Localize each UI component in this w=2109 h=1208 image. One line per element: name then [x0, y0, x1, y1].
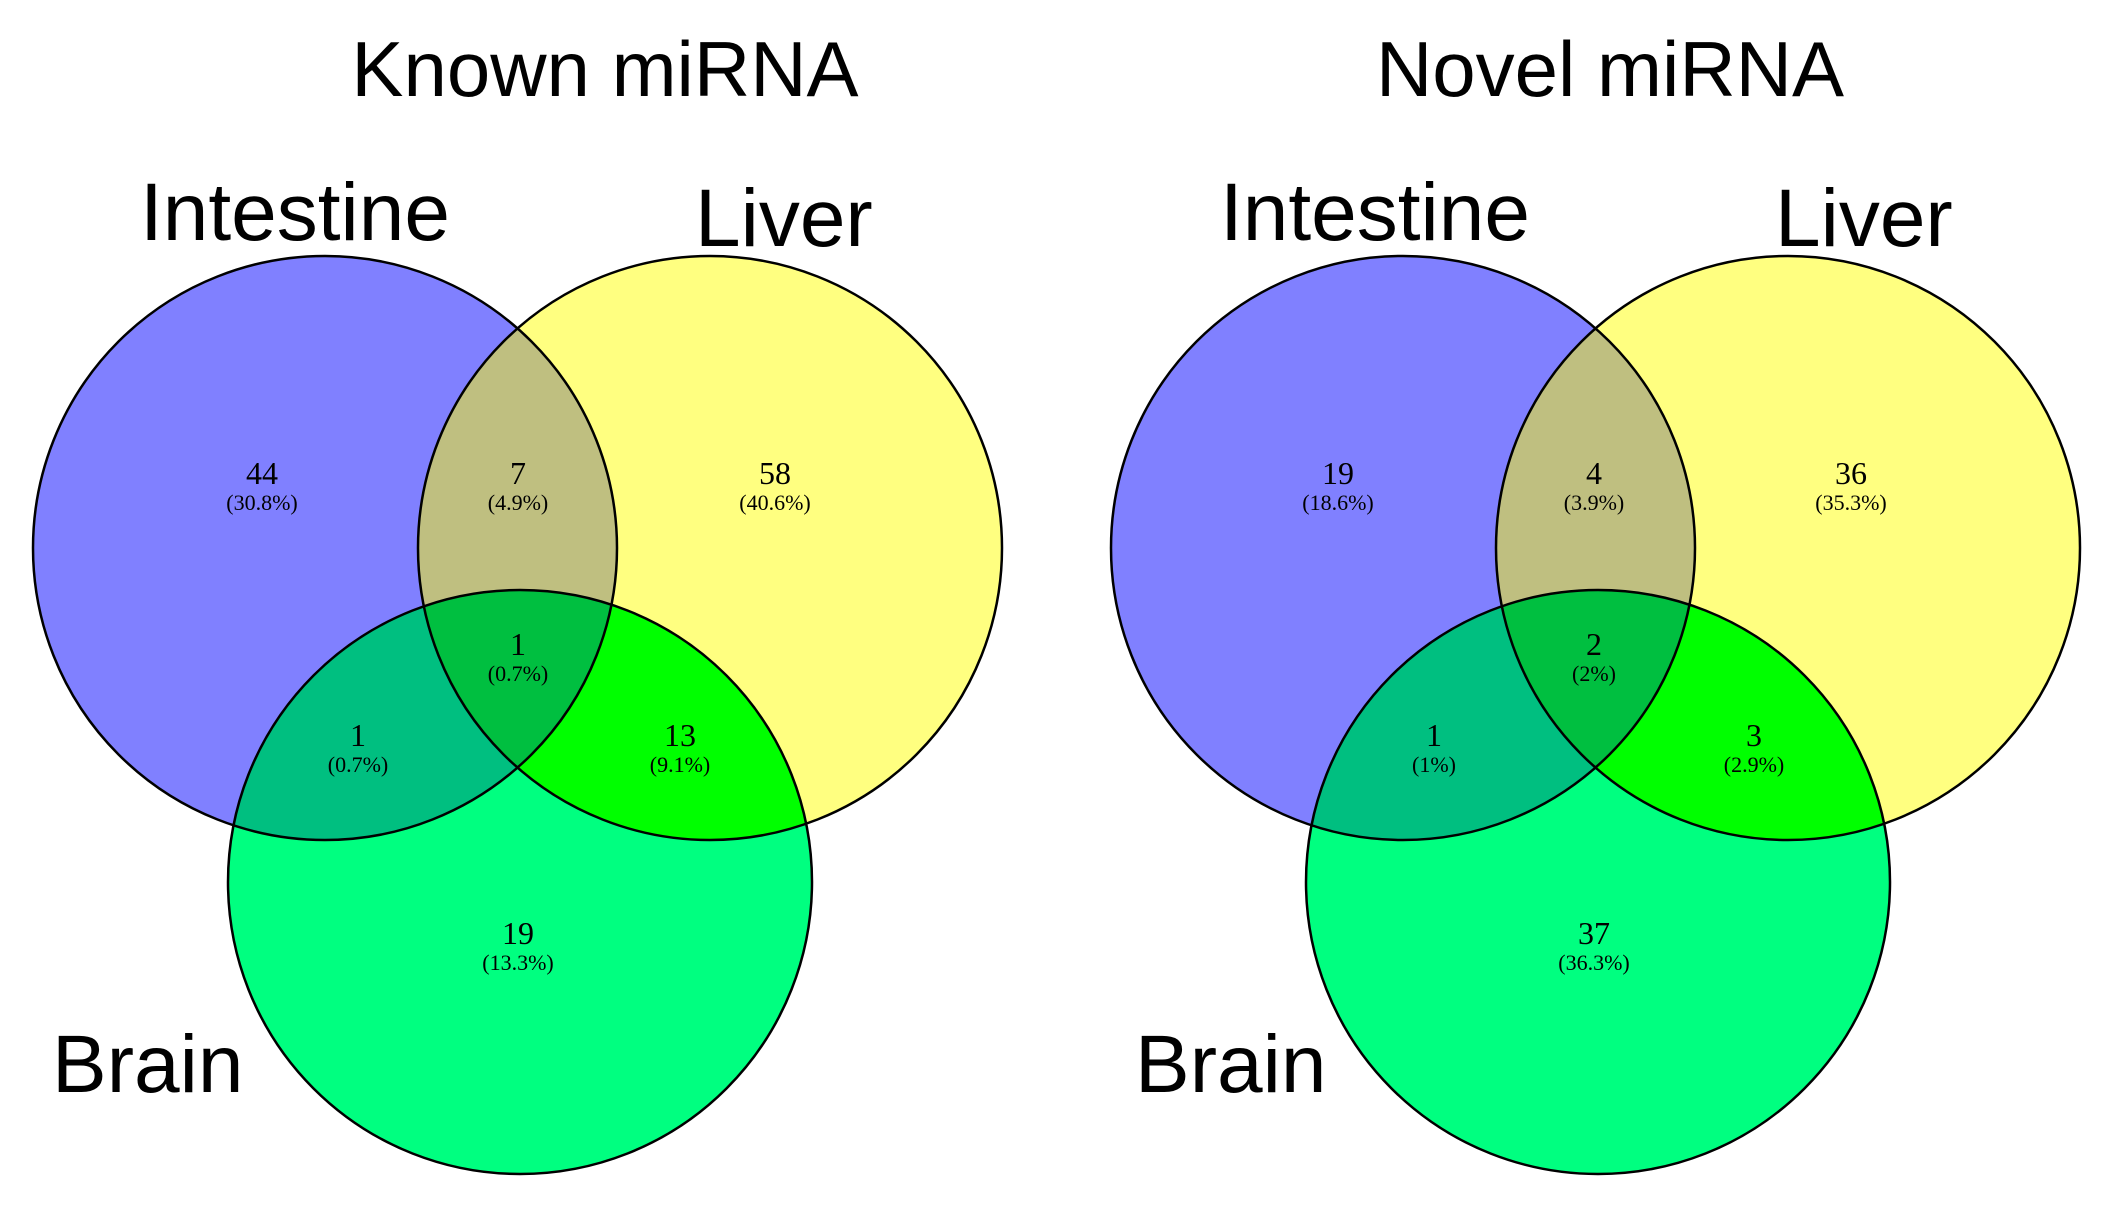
region-liver-brain: [418, 590, 812, 840]
count-intestine-brain: 1: [1426, 717, 1442, 753]
title-novel: Novel miRNA: [1376, 25, 1844, 113]
outline-intestine: [31, 254, 619, 842]
pct-intestine-liver: (4.9%): [488, 490, 548, 515]
count-brain-only: 19: [502, 915, 534, 951]
pct-intestine-brain: (0.7%): [328, 752, 388, 777]
pct-brain-only: (13.3%): [482, 950, 553, 975]
pct-intestine-brain: (1%): [1412, 752, 1456, 777]
count-intestine-liver: 4: [1586, 455, 1602, 491]
outline-brain: [226, 588, 814, 1176]
count-intestine-only: 19: [1322, 455, 1354, 491]
set-label-brain: Brain: [52, 1019, 243, 1110]
count-brain-only: 37: [1578, 915, 1610, 951]
outline-liver: [1494, 254, 2082, 842]
count-intestine-only: 44: [246, 455, 278, 491]
outline-liver: [416, 254, 1004, 842]
outline-intestine: [1109, 254, 1697, 842]
region-intestine-brain: [1306, 590, 1695, 840]
venn-novel: Novel miRNA Intestine Liver Brain 19 (18…: [1109, 25, 2082, 1176]
pct-liver-brain: (2.9%): [1724, 752, 1784, 777]
pct-liver-only: (40.6%): [739, 490, 810, 515]
pct-intestine-only: (30.8%): [226, 490, 297, 515]
set-label-liver: Liver: [695, 173, 873, 264]
set-label-brain: Brain: [1135, 1019, 1326, 1110]
count-liver-brain: 3: [1746, 717, 1762, 753]
count-liver-only: 58: [759, 455, 791, 491]
set-label-liver: Liver: [1775, 173, 1953, 264]
pct-brain-only: (36.3%): [1558, 950, 1629, 975]
count-liver-brain: 13: [664, 717, 696, 753]
pct-all: (0.7%): [488, 661, 548, 686]
title-known: Known miRNA: [351, 25, 858, 113]
set-label-intestine: Intestine: [140, 167, 450, 258]
set-label-intestine: Intestine: [1220, 167, 1530, 258]
pct-liver-only: (35.3%): [1815, 490, 1886, 515]
pct-intestine-only: (18.6%): [1302, 490, 1373, 515]
pct-liver-brain: (9.1%): [650, 752, 710, 777]
count-intestine-brain: 1: [350, 717, 366, 753]
venn-known: Known miRNA Intestine Liver Brain 44 (30…: [31, 25, 1004, 1176]
count-all: 1: [510, 626, 526, 662]
count-all: 2: [1586, 626, 1602, 662]
pct-all: (2%): [1572, 661, 1616, 686]
region-intestine-brain: [228, 590, 617, 840]
count-intestine-liver: 7: [510, 455, 526, 491]
region-liver-brain: [1496, 590, 1890, 840]
count-liver-only: 36: [1835, 455, 1867, 491]
outline-brain: [1304, 588, 1892, 1176]
pct-intestine-liver: (3.9%): [1564, 490, 1624, 515]
